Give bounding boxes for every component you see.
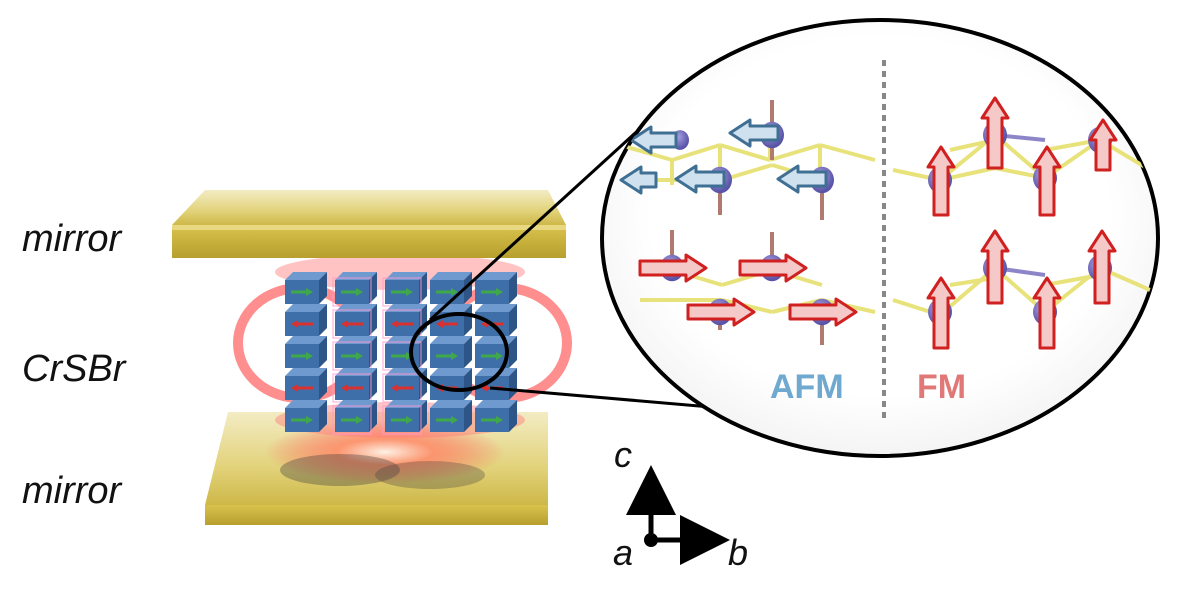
bond xyxy=(819,143,876,162)
lattice-cube xyxy=(430,336,472,368)
lattice-cube xyxy=(285,336,327,368)
spin-arrow-up xyxy=(1032,145,1062,217)
bond xyxy=(619,143,673,162)
bottom-mirror-label: mirror xyxy=(22,470,122,512)
lattice-cube xyxy=(285,368,327,400)
lattice-cube xyxy=(382,336,427,371)
lattice-cube xyxy=(332,304,377,339)
spin-arrow-left xyxy=(776,164,828,194)
spin-arrow-right xyxy=(738,253,808,283)
lattice-cube xyxy=(285,304,327,336)
a-axis-label: a xyxy=(613,532,634,573)
spin-arrow-up xyxy=(980,229,1010,305)
spin-arrow-up xyxy=(926,276,956,350)
crystal-axes xyxy=(626,465,730,565)
bond xyxy=(1044,273,1101,287)
lattice-cube xyxy=(475,400,517,432)
lattice-cube xyxy=(332,368,377,403)
lattice-cube xyxy=(332,272,377,307)
spin-arrow-up xyxy=(926,145,956,217)
top-mirror xyxy=(172,190,566,258)
bond xyxy=(671,143,721,162)
bottom-mirror xyxy=(205,412,548,525)
afm-label: AFM xyxy=(770,368,844,406)
spin-arrow-up xyxy=(1087,229,1117,305)
spin-arrow-right xyxy=(638,253,708,283)
c-axis-label: c xyxy=(614,434,632,475)
lattice-cube xyxy=(332,336,377,371)
spin-arrow-up xyxy=(1088,118,1118,172)
lattice-cube xyxy=(285,400,327,432)
spin-arrow-up xyxy=(1032,276,1062,350)
material-label: CrSBr xyxy=(22,348,126,390)
lattice-cube xyxy=(382,272,427,307)
lattice-cube xyxy=(285,272,327,304)
fm-label: FM xyxy=(917,368,967,406)
magnified-view-bulb xyxy=(600,18,1160,458)
lattice-cube xyxy=(430,272,472,304)
lattice-cube xyxy=(475,272,517,304)
lattice-cube xyxy=(332,400,377,435)
spin-arrow-left xyxy=(674,164,726,194)
a-axis-dot xyxy=(644,533,658,547)
lattice-cube xyxy=(382,304,427,339)
spin-arrow-right xyxy=(788,297,858,327)
lattice-cube xyxy=(475,336,517,368)
lattice-cube xyxy=(382,400,427,435)
bond xyxy=(769,143,821,162)
magnetic-structure xyxy=(619,96,1152,350)
spin-arrow-left xyxy=(629,125,678,155)
crsbr-cube-lattice xyxy=(285,272,517,435)
lattice-cube xyxy=(382,368,427,403)
spin-arrow-left xyxy=(619,165,658,195)
b-axis-label: b xyxy=(728,532,749,573)
spin-arrow-right xyxy=(686,297,756,327)
spin-arrow-left xyxy=(728,118,780,148)
zoom-line-top xyxy=(428,103,668,322)
zoom-highlight-circle xyxy=(409,312,509,392)
lattice-cube xyxy=(430,400,472,432)
spin-arrow-up xyxy=(980,96,1010,170)
top-mirror-label: mirror xyxy=(22,218,122,260)
bond xyxy=(719,143,771,162)
